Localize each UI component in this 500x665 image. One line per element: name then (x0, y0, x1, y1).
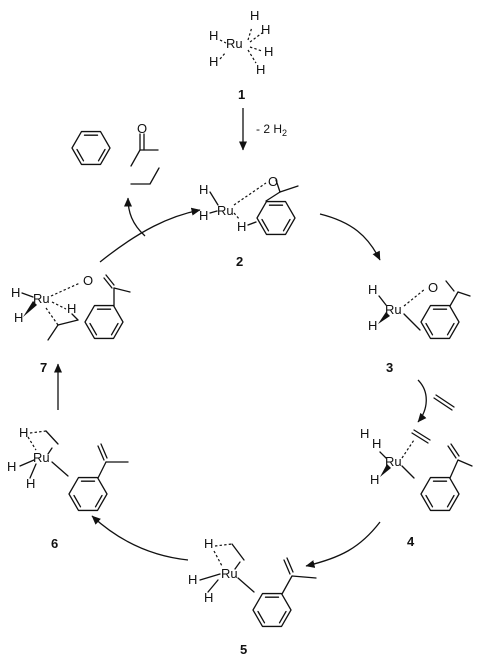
h-atom: H (368, 318, 377, 333)
arrow-5-to-6 (91, 515, 189, 561)
compound-4: Ru H H H 4 (360, 426, 473, 549)
ethylene-reagent (433, 394, 455, 411)
o-atom: O (83, 273, 93, 288)
ru-atom: Ru (226, 36, 243, 51)
arrow-7-to-2 (99, 207, 201, 263)
arrow-product-release (124, 197, 146, 237)
compound-label-3: 3 (386, 360, 393, 375)
o-atom: O (428, 280, 438, 295)
h-atom: H (204, 536, 213, 551)
h-atom: H (199, 208, 208, 223)
h-atom: H (264, 44, 273, 59)
h-atom: H (14, 310, 23, 325)
ru-atom: Ru (385, 454, 402, 469)
compound-7: Ru H H H O 7 (11, 273, 131, 375)
compound-3: Ru H H O 3 (368, 280, 471, 375)
h-atom: H (7, 459, 16, 474)
product-ethylacetophenone: O (71, 121, 160, 185)
h-atom: H (368, 282, 377, 297)
o-atom: O (137, 121, 147, 136)
h-atom: H (237, 219, 246, 234)
ru-atom: Ru (33, 291, 50, 306)
compound-label-1: 1 (238, 87, 245, 102)
h-atom: H (256, 62, 265, 77)
h-atom: H (19, 425, 28, 440)
ru-atom: Ru (385, 302, 402, 317)
h-atom: H (209, 28, 218, 43)
compound-label-5: 5 (240, 642, 247, 657)
h-atom: H (11, 285, 20, 300)
arrow-2-to-3 (319, 213, 381, 261)
h-atom: H (372, 436, 381, 451)
compound-label-4: 4 (407, 534, 415, 549)
h-atom: H (250, 8, 259, 23)
compound-label-6: 6 (51, 536, 58, 551)
compound-label-7: 7 (40, 360, 47, 375)
h-atom: H (67, 301, 76, 316)
o-atom: O (268, 174, 278, 189)
arrow-4-to-5 (305, 521, 381, 568)
h-atom: H (199, 182, 208, 197)
h-atom: H (26, 476, 35, 491)
ru-atom: Ru (217, 203, 234, 218)
h-atom: H (261, 22, 270, 37)
ru-atom: Ru (221, 566, 238, 581)
h2-loss-label: - 2 H2 (256, 122, 287, 138)
h-atom: H (188, 572, 197, 587)
h-atom: H (204, 590, 213, 605)
compound-5: Ru H H H 5 (188, 536, 317, 657)
compound-2: Ru H H O H 2 (199, 174, 299, 269)
h-atom: H (360, 426, 369, 441)
compound-label-2: 2 (236, 254, 243, 269)
compound-1: Ru H H H H H H 1 (209, 8, 273, 102)
compound-6: H Ru H H 6 (7, 425, 129, 551)
ru-atom: Ru (33, 450, 50, 465)
h-atom: H (370, 472, 379, 487)
arrow-3-to-4 (417, 379, 427, 423)
h-atom: H (209, 54, 218, 69)
